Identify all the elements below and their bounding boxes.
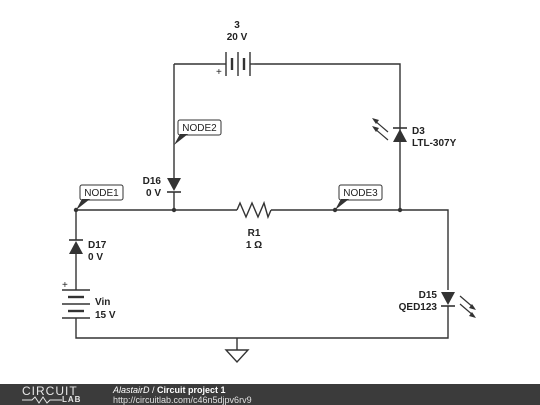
vin-name: Vin <box>95 297 110 308</box>
battery-vin[interactable]: + Vin 15 V <box>62 280 116 322</box>
wires <box>75 63 449 350</box>
d15-light-arrows-icon <box>459 295 476 318</box>
node2-label: NODE2 <box>182 123 217 134</box>
resistor-r1[interactable]: R1 1 Ω <box>236 200 272 251</box>
junction-d3 <box>397 207 403 213</box>
d3-name: D3 <box>412 126 425 137</box>
d15-name: D15 <box>419 290 438 301</box>
wire-bottom <box>75 306 449 339</box>
footer-bar: CIRCUIT LAB AlastairD / Circuit project … <box>0 384 540 405</box>
node1-label: NODE1 <box>84 188 119 199</box>
wire-middle-right <box>271 209 449 290</box>
led-d3[interactable]: D3 LTL-307Y <box>372 118 457 149</box>
vin-value: 15 V <box>95 310 116 321</box>
vin-plus: + <box>62 280 68 291</box>
d16-name: D16 <box>143 176 162 187</box>
ground-symbol-icon <box>224 349 250 364</box>
node-tag-node1[interactable]: NODE1 <box>76 184 124 210</box>
diode-d16[interactable]: D16 0 V <box>143 176 181 210</box>
battery-3-value: 20 V <box>227 32 248 43</box>
wire-top-right <box>255 63 401 210</box>
project-name[interactable]: Circuit project 1 <box>157 385 226 395</box>
schematic-canvas: + 3 20 V D16 0 V D3 LTL-307Y R1 1 Ω D17 … <box>62 20 476 364</box>
logo-text-lab: LAB <box>62 395 82 404</box>
battery-3[interactable]: + 3 20 V <box>216 20 255 78</box>
node-tag-node2[interactable]: NODE2 <box>174 119 222 145</box>
d17-value: 0 V <box>88 252 103 263</box>
logo-resistor-icon <box>22 396 62 404</box>
d3-light-arrows-icon <box>372 118 389 141</box>
r1-value: 1 Ω <box>246 240 262 251</box>
d17-name: D17 <box>88 240 107 251</box>
project-title: AlastairD / Circuit project 1 <box>113 385 226 395</box>
title-separator: / <box>149 385 158 395</box>
d16-value: 0 V <box>146 188 161 199</box>
battery-3-plus: + <box>216 67 222 78</box>
battery-3-name: 3 <box>234 20 240 31</box>
d3-value: LTL-307Y <box>412 138 457 149</box>
node3-label: NODE3 <box>343 188 378 199</box>
project-url-link[interactable]: http://circuitlab.com/c46n5djpv6rv9 <box>113 395 252 405</box>
logo-text-circuit: CIRCUIT <box>22 384 78 398</box>
r1-name: R1 <box>248 228 261 239</box>
diode-d17[interactable]: D17 0 V <box>69 239 107 263</box>
circuitlab-logo[interactable]: CIRCUIT LAB <box>22 384 94 405</box>
node-tag-node3[interactable]: NODE3 <box>335 184 383 210</box>
author-name[interactable]: AlastairD <box>113 385 150 395</box>
d15-value: QED123 <box>399 302 438 313</box>
led-d15[interactable]: D15 QED123 <box>399 290 476 318</box>
